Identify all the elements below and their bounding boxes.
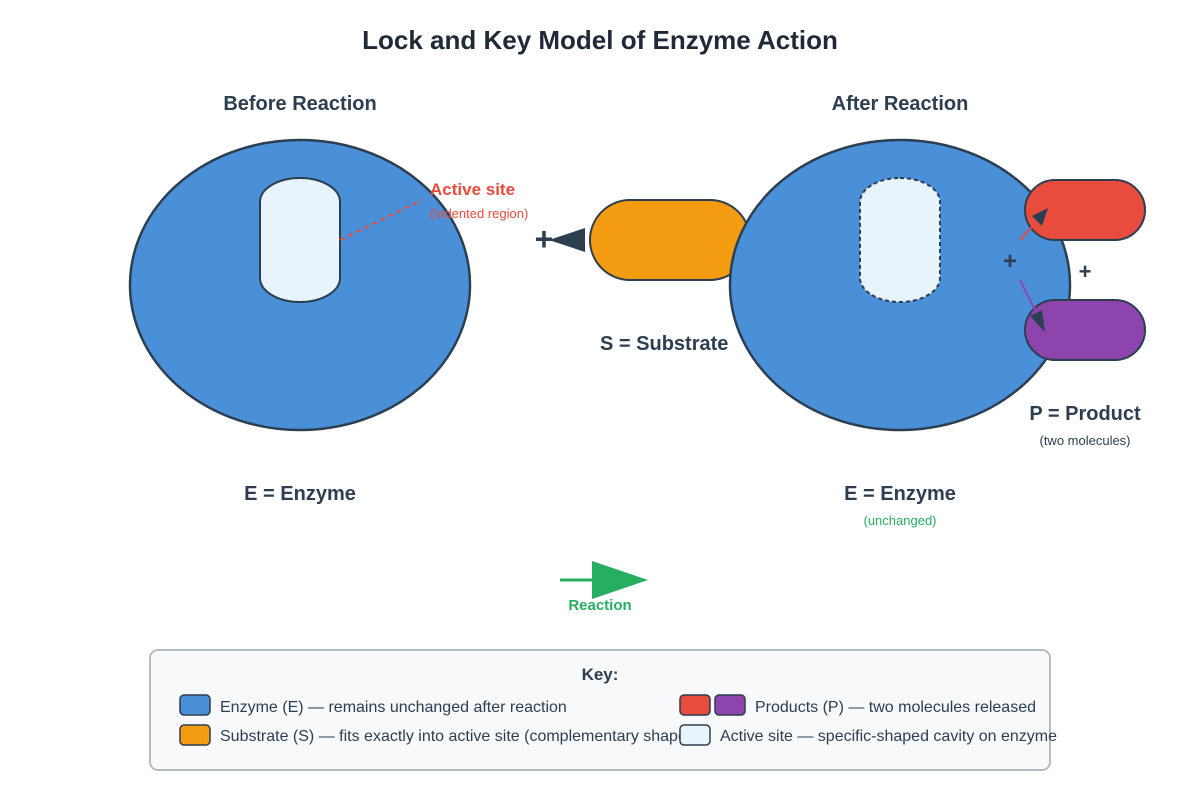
legend-title: Key: <box>582 665 619 684</box>
product-purple-arrowhead <box>1030 310 1045 332</box>
substrate-arrowhead <box>549 228 585 252</box>
substrate-shape <box>589 199 751 281</box>
active-site-sublabel: (indented region) <box>430 206 528 221</box>
plus-sign-products-outer: + <box>1079 259 1092 284</box>
reaction-label: Reaction <box>568 597 631 614</box>
product-red-arrow-line <box>1019 217 1041 241</box>
before-reaction-panel: Before Reaction Active site (indented re… <box>128 93 528 505</box>
legend-swatch-product-purple <box>714 694 746 716</box>
product-sublabel: (two molecules) <box>1039 433 1130 448</box>
active-site-after <box>859 177 941 303</box>
after-heading: After Reaction <box>832 93 969 115</box>
diagram-title: Lock and Key Model of Enzyme Action <box>362 25 838 55</box>
legend: Key: Enzyme (E) — remains unchanged afte… <box>149 649 1057 771</box>
after-reaction-panel: After Reaction + + P = Product (two mole… <box>728 93 1146 528</box>
plus-sign-substrate: + <box>535 221 554 257</box>
product-purple-arrow-line <box>1019 279 1037 313</box>
product-red-arrowhead <box>1032 208 1048 226</box>
legend-swatch-active-site <box>679 724 711 746</box>
legend-swatch-enzyme <box>179 694 211 716</box>
legend-box <box>149 649 1051 771</box>
plus-sign-products-inner: + <box>1003 248 1017 275</box>
enzyme-label-before: E = Enzyme <box>244 483 356 505</box>
legend-swatch-product-red <box>679 694 711 716</box>
legend-item-enzyme: Enzyme (E) — remains unchanged after rea… <box>220 699 567 716</box>
legend-item-products: Products (P) — two molecules released <box>755 699 1036 716</box>
enzyme-label-after: E = Enzyme <box>844 483 956 505</box>
substrate-label: S = Substrate <box>600 333 728 355</box>
active-site-before <box>259 177 341 303</box>
reaction-arrow: Reaction <box>560 561 648 614</box>
active-site-pointer <box>339 199 423 241</box>
legend-swatch-substrate <box>179 724 211 746</box>
active-site-label: Active site <box>430 180 515 199</box>
product-red <box>1024 179 1146 241</box>
legend-item-substrate: Substrate (S) — fits exactly into active… <box>220 728 692 745</box>
product-purple <box>1024 299 1146 361</box>
before-heading: Before Reaction <box>223 93 376 115</box>
reaction-arrowhead <box>592 561 648 599</box>
legend-item-active-site: Active site — specific-shaped cavity on … <box>720 728 1057 745</box>
enzyme-unchanged-label: (unchanged) <box>864 513 937 528</box>
product-label: P = Product <box>1029 403 1141 425</box>
substrate-panel: + S = Substrate <box>535 199 751 355</box>
